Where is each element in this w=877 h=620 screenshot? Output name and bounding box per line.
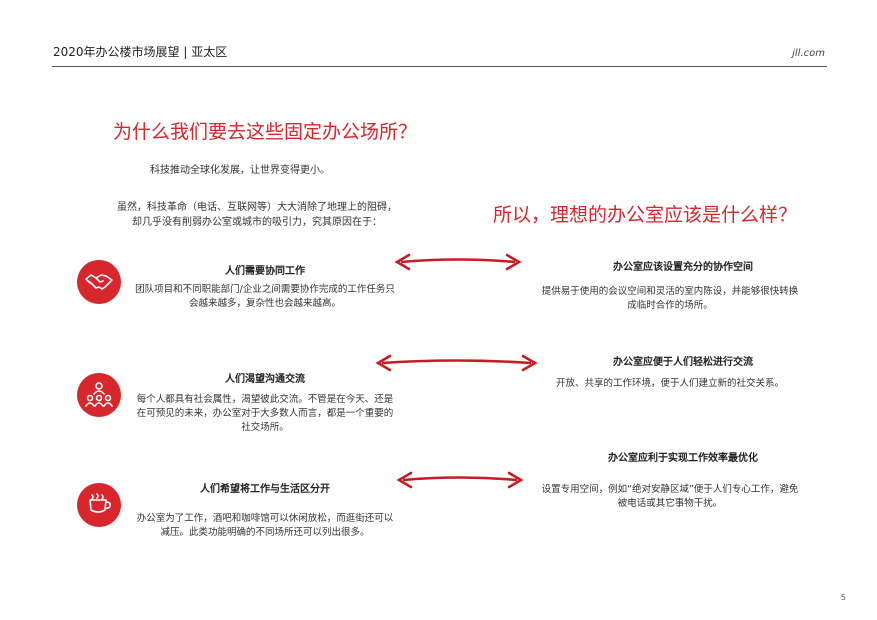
right-heading: 所以，理想的办公室应该是什么样？ <box>493 204 798 226</box>
site-link[interactable]: jll.com <box>792 48 825 59</box>
left-item-3-body: 办公室为了工作，酒吧和咖啡馆可以休闲放松，而逛街还可以减压。此类功能明确的不同场… <box>136 513 394 538</box>
left-heading: 为什么我们要去这些固定办公场所？ <box>113 121 418 143</box>
header-divider <box>52 66 827 67</box>
handshake-icon <box>77 260 121 304</box>
right-item-1-title: 办公室应该设置充分的协作空间 <box>613 262 753 273</box>
left-item-2-title: 人们渴望沟通交流 <box>225 374 305 385</box>
right-item-3-body: 设置专用空间，例如“绝对安静区域”便于人们专心工作，避免被电话或其它事物干扰。 <box>541 484 799 509</box>
left-item-1-body: 团队项目和不同职能部门/企业之间需要协作完成的工作任务只会越来越多，复杂性也会越… <box>135 284 395 309</box>
double-arrow-3 <box>396 471 524 489</box>
left-item-3-title: 人们希望将工作与生活区分开 <box>200 484 330 495</box>
people-network-icon <box>77 373 121 417</box>
subline: 科技推动全球化发展，让世界变得更小。 <box>150 165 330 176</box>
right-item-3-title: 办公室应利于实现工作效率最优化 <box>608 453 758 464</box>
page-number: 5 <box>840 593 846 602</box>
right-item-1-body: 提供易于使用的会议空间和灵活的室内陈设，并能够很快转换成临时合作的场所。 <box>541 286 799 311</box>
left-item-2-body: 每个人都具有社会属性，渴望彼此交流。不管是在今天、还是在可预见的未来，办公室对于… <box>136 394 394 433</box>
double-arrow-2 <box>375 354 538 372</box>
coffee-cup-icon <box>77 483 121 527</box>
intro-paragraph: 虽然，科技革命（电话、互联网等）大大消除了地理上的阻碍，却几乎没有削弱办公室或城… <box>117 202 397 228</box>
left-item-1-title: 人们需要协同工作 <box>225 266 305 277</box>
double-arrow-1 <box>394 253 522 271</box>
right-item-2-body: 开放、共享的工作环境，便于人们建立新的社交关系。 <box>555 378 784 389</box>
right-item-2-title: 办公室应便于人们轻松进行交流 <box>613 357 753 368</box>
report-title: 2020年办公楼市场展望 | 亚太区 <box>53 45 228 59</box>
